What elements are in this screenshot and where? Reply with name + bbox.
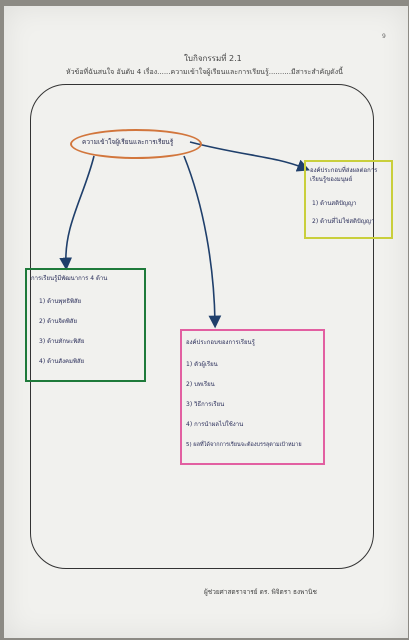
factors-item: 1) ด้านสติปัญญา — [312, 200, 357, 207]
arrow-to-pink — [183, 155, 222, 329]
development-item: 1) ด้านพุทธิพิสัย — [39, 298, 82, 305]
development-item: 2) ด้านจิตพิสัย — [39, 318, 77, 325]
worksheet-paper: 9 ใบกิจกรรมที่ 2.1 หัวข้อที่ฉันสนใจ อันด… — [4, 6, 408, 638]
components-item: 3) วิธีการเรียน — [186, 401, 225, 408]
development-box: การเรียนรู้มีพัฒนาการ 4 ด้าน 1) ด้านพุทธ… — [25, 268, 146, 382]
page-number: 9 — [382, 33, 386, 40]
learning-components-box: องค์ประกอบของการเรียนรู้ 1) ตัวผู้เรียน … — [180, 329, 325, 465]
center-topic-oval: ความเข้าใจผู้เรียนและการเรียนรู้ — [70, 129, 202, 159]
mindmap-frame — [30, 84, 374, 569]
factors-heading: องค์ประกอบที่ส่งผลต่อการเรียนรู้ของมนุษย… — [310, 167, 378, 183]
development-item: 4) ด้านสังคมพิสัย — [39, 358, 85, 365]
author-credit: ผู้ช่วยศาสตราจารย์ ดร. พิจิตรา ธงพานิช — [204, 588, 317, 596]
components-item: 2) บทเรียน — [186, 381, 215, 388]
components-item: 1) ตัวผู้เรียน — [186, 361, 218, 368]
arrows-layer — [59, 141, 310, 329]
development-heading: การเรียนรู้มีพัฒนาการ 4 ด้าน — [31, 275, 108, 282]
arrow-to-yellow — [189, 141, 310, 172]
arrow-to-green — [59, 155, 95, 271]
factors-box: องค์ประกอบที่ส่งผลต่อการเรียนรู้ของมนุษย… — [304, 160, 393, 239]
factors-item: 2) ด้านที่ไม่ใช่สติปัญญา — [312, 218, 375, 225]
center-topic: ความเข้าใจผู้เรียนและการเรียนรู้ — [82, 138, 174, 146]
components-item: 5) ผลที่ได้จากการเรียนจะต้องบรรลุตามเป้า… — [186, 442, 302, 448]
components-heading: องค์ประกอบของการเรียนรู้ — [186, 339, 255, 346]
components-item: 4) การนำผลไปใช้งาน — [186, 421, 244, 428]
worksheet-title: ใบกิจกรรมที่ 2.1 — [184, 54, 242, 63]
development-item: 3) ด้านทักษะพิสัย — [39, 338, 85, 345]
topic-line: หัวข้อที่ฉันสนใจ อันดับ 4 เรื่อง......คว… — [66, 68, 343, 76]
